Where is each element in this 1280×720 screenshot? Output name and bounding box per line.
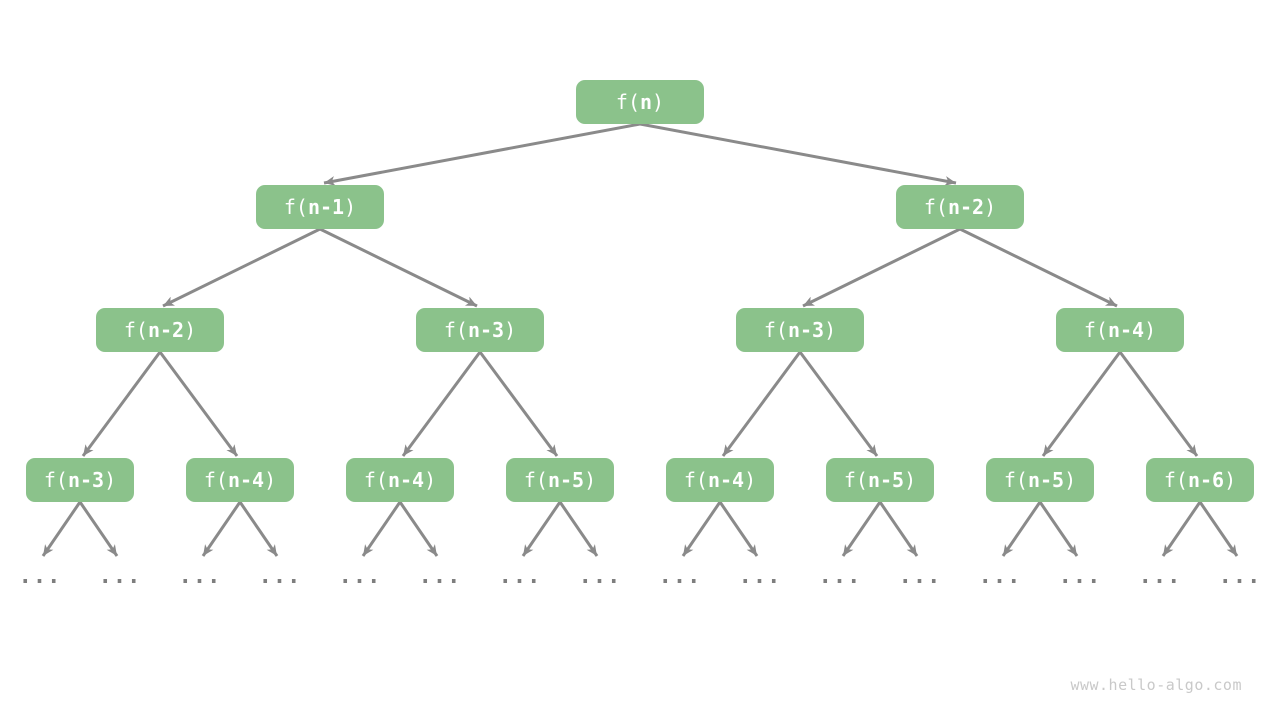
node-expr: n-6 xyxy=(1187,468,1225,492)
node-close: ) xyxy=(344,195,357,219)
ellipsis-leaf: ... xyxy=(658,564,702,589)
node-open: f( xyxy=(843,468,868,492)
node-open: f( xyxy=(283,195,308,219)
tree-node: f(n-3) xyxy=(416,308,544,352)
edges-level1-to-level2 xyxy=(162,227,1118,308)
node-close: ) xyxy=(1064,468,1077,492)
node-close: ) xyxy=(184,318,197,342)
tree-node: f(n-4) xyxy=(666,458,774,502)
node-close: ) xyxy=(104,468,117,492)
node-close: ) xyxy=(504,318,517,342)
ellipsis-leaf: ... xyxy=(898,564,942,589)
ellipsis-leaf: ... xyxy=(418,564,462,589)
node-expr: n-3 xyxy=(467,318,505,342)
node-open: f( xyxy=(763,318,788,342)
node-close: ) xyxy=(744,468,757,492)
tree-node: f(n-5) xyxy=(986,458,1094,502)
node-close: ) xyxy=(1144,318,1157,342)
node-close: ) xyxy=(904,468,917,492)
node-expr: n xyxy=(640,90,653,114)
node-close: ) xyxy=(264,468,277,492)
node-expr: n-5 xyxy=(1027,468,1065,492)
tree-node: f(n-6) xyxy=(1146,458,1254,502)
node-expr: n-5 xyxy=(867,468,905,492)
node-open: f( xyxy=(923,195,948,219)
node-expr: n-4 xyxy=(1107,318,1145,342)
edges-level2-to-level3 xyxy=(81,351,1199,457)
node-expr: n-4 xyxy=(227,468,265,492)
tree-node: f(n-2) xyxy=(96,308,224,352)
node-close: ) xyxy=(984,195,997,219)
ellipsis-leaf: ... xyxy=(1218,564,1262,589)
node-close: ) xyxy=(584,468,597,492)
node-expr: n-3 xyxy=(67,468,105,492)
node-open: f( xyxy=(1163,468,1188,492)
edges-root-to-level1 xyxy=(323,122,957,186)
tree-node: f(n-5) xyxy=(826,458,934,502)
node-expr: n-4 xyxy=(707,468,745,492)
ellipsis-leaf: ... xyxy=(1138,564,1182,589)
node-expr: n-1 xyxy=(307,195,345,219)
node-expr: n-5 xyxy=(547,468,585,492)
ellipsis-leaf: ... xyxy=(578,564,622,589)
node-open: f( xyxy=(363,468,388,492)
node-open: f( xyxy=(123,318,148,342)
node-open: f( xyxy=(615,90,640,114)
node-expr: n-2 xyxy=(147,318,185,342)
tree-node: f(n-1) xyxy=(256,185,384,229)
node-open: f( xyxy=(443,318,468,342)
tree-node: f(n-4) xyxy=(186,458,294,502)
tree-node: f(n-3) xyxy=(26,458,134,502)
edges-level3-to-ellipsis xyxy=(41,501,1239,557)
tree-node: f(n) xyxy=(576,80,704,124)
node-close: ) xyxy=(1224,468,1237,492)
node-open: f( xyxy=(1003,468,1028,492)
ellipsis-leaf: ... xyxy=(338,564,382,589)
node-expr: n-2 xyxy=(947,195,985,219)
node-open: f( xyxy=(1083,318,1108,342)
ellipsis-leaf: ... xyxy=(1058,564,1102,589)
ellipsis-leaf: ... xyxy=(978,564,1022,589)
node-close: ) xyxy=(424,468,437,492)
ellipsis-leaf: ... xyxy=(738,564,782,589)
node-open: f( xyxy=(43,468,68,492)
node-expr: n-4 xyxy=(387,468,425,492)
node-expr: n-3 xyxy=(787,318,825,342)
ellipsis-leaf: ... xyxy=(498,564,542,589)
watermark: www.hello-algo.com xyxy=(1070,676,1242,694)
node-open: f( xyxy=(683,468,708,492)
ellipsis-leaf: ... xyxy=(98,564,142,589)
ellipsis-leaf: ... xyxy=(258,564,302,589)
tree-node: f(n-3) xyxy=(736,308,864,352)
tree-node: f(n-5) xyxy=(506,458,614,502)
node-close: ) xyxy=(652,90,665,114)
tree-node: f(n-4) xyxy=(1056,308,1184,352)
node-open: f( xyxy=(203,468,228,492)
node-open: f( xyxy=(523,468,548,492)
tree-node: f(n-2) xyxy=(896,185,1024,229)
tree-node: f(n-4) xyxy=(346,458,454,502)
ellipsis-leaf: ... xyxy=(18,564,62,589)
ellipsis-leaf: ... xyxy=(178,564,222,589)
node-close: ) xyxy=(824,318,837,342)
ellipsis-leaf: ... xyxy=(818,564,862,589)
